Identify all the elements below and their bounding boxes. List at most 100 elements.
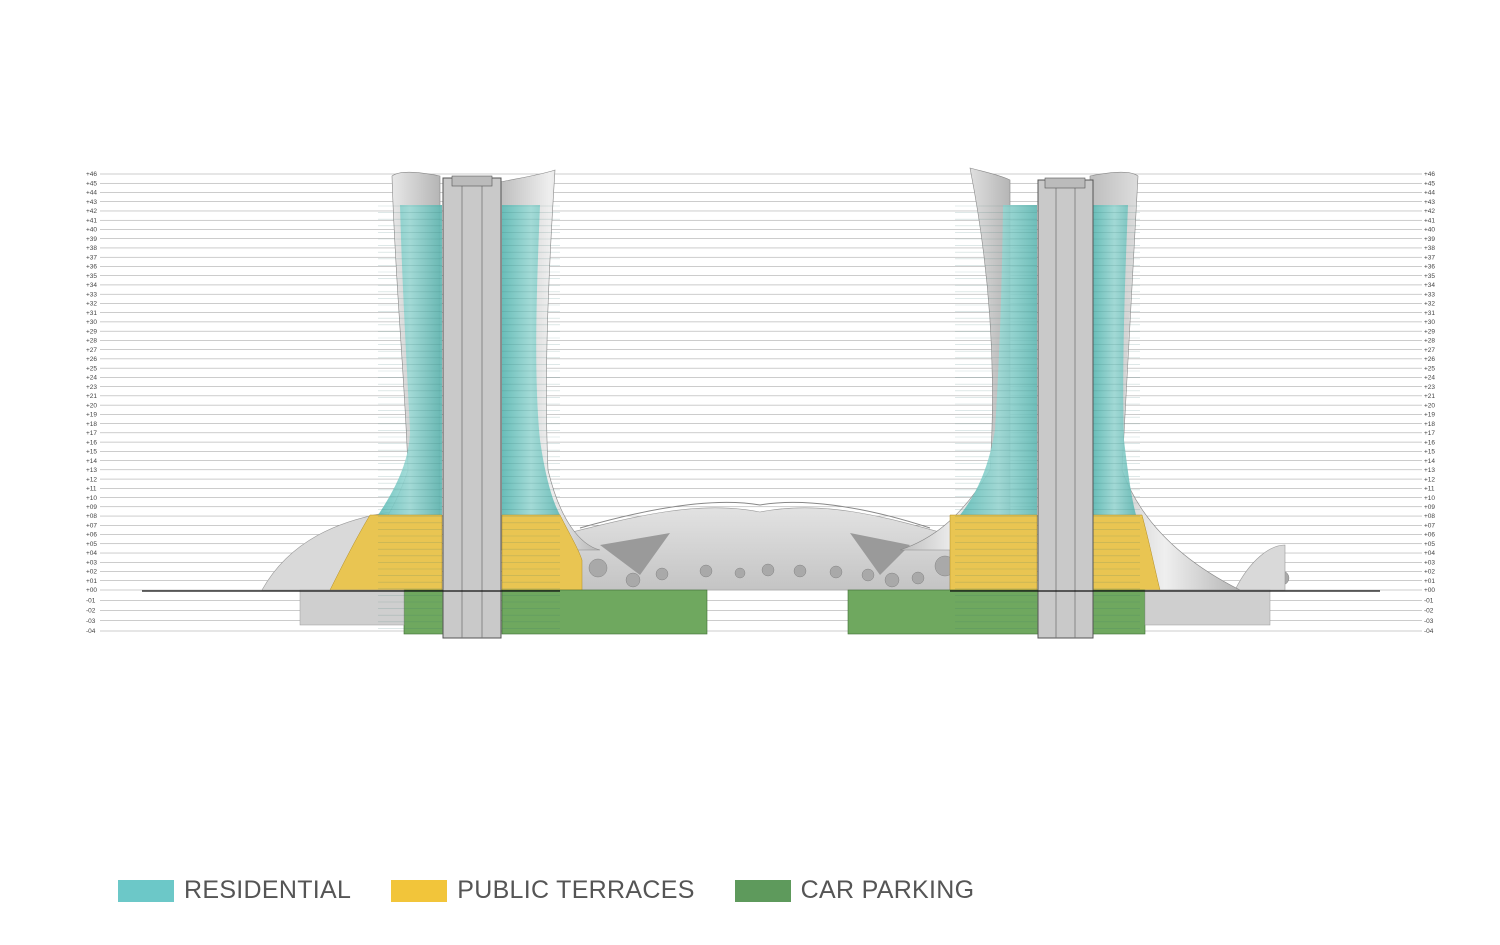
left-tower — [261, 169, 708, 639]
level-label-right: -01 — [1424, 597, 1434, 604]
level-label-left: +36 — [86, 264, 97, 271]
level-label-right: +12 — [1424, 476, 1435, 483]
level-label-right: +27 — [1424, 347, 1435, 354]
level-label-left: +19 — [86, 412, 97, 419]
level-label-right: +05 — [1424, 541, 1435, 548]
level-label-right: +23 — [1424, 384, 1435, 391]
level-label-right: +46 — [1424, 171, 1435, 178]
level-label-right: +31 — [1424, 310, 1435, 317]
legend-item-public-terraces: PUBLIC TERRACES — [391, 876, 694, 905]
level-label-right: -03 — [1424, 618, 1434, 625]
level-label-right: +26 — [1424, 356, 1435, 363]
level-label-left: +23 — [86, 384, 97, 391]
level-label-left: -01 — [86, 597, 96, 604]
level-label-right: +20 — [1424, 402, 1435, 409]
level-label-left: +15 — [86, 449, 97, 456]
floor-slab-striping — [378, 205, 1140, 629]
level-label-left: +12 — [86, 476, 97, 483]
level-label-right: +19 — [1424, 412, 1435, 419]
level-label-right: +38 — [1424, 245, 1435, 252]
level-label-right: +25 — [1424, 365, 1435, 372]
level-label-left: +26 — [86, 356, 97, 363]
level-label-right: +03 — [1424, 559, 1435, 566]
level-label-right: +36 — [1424, 264, 1435, 271]
level-label-left: +09 — [86, 504, 97, 511]
level-label-right: +42 — [1424, 208, 1435, 215]
level-label-left: +05 — [86, 541, 97, 548]
level-label-left: +30 — [86, 319, 97, 326]
legend-swatch-car-parking — [734, 879, 791, 902]
level-label-right: +37 — [1424, 254, 1435, 261]
level-label-right: +24 — [1424, 375, 1435, 382]
level-label-right: +41 — [1424, 217, 1435, 224]
level-label-left: -02 — [86, 608, 96, 615]
level-label-left: +03 — [86, 559, 97, 566]
level-label-right: +16 — [1424, 439, 1435, 446]
level-label-left: +02 — [86, 569, 97, 576]
level-label-left: +35 — [86, 273, 97, 280]
level-label-left: -03 — [86, 618, 96, 625]
level-label-left: +11 — [86, 486, 97, 493]
level-label-left: +39 — [86, 236, 97, 243]
level-label-right: +35 — [1424, 273, 1435, 280]
level-label-left: +08 — [86, 513, 97, 520]
level-label-right: +10 — [1424, 495, 1435, 502]
legend-label-public-terraces: PUBLIC TERRACES — [457, 876, 695, 904]
level-label-right: +04 — [1424, 550, 1435, 557]
legend-swatch-public-terraces — [391, 879, 448, 902]
level-label-left: +40 — [86, 227, 97, 234]
level-label-right: +13 — [1424, 467, 1435, 474]
level-label-right: +44 — [1424, 190, 1435, 197]
level-label-right: +15 — [1424, 449, 1435, 456]
level-label-left: +27 — [86, 347, 97, 354]
level-label-left: +00 — [86, 587, 97, 594]
level-label-right: +29 — [1424, 328, 1435, 335]
level-gridlines: +46+46+45+45+44+44+43+43+42+42+41+41+40+… — [86, 171, 1435, 635]
level-label-left: +46 — [86, 171, 97, 178]
level-label-left: +04 — [86, 550, 97, 557]
level-label-right: +07 — [1424, 522, 1435, 529]
level-label-left: +13 — [86, 467, 97, 474]
level-label-left: +34 — [86, 282, 97, 289]
level-label-right: +01 — [1424, 578, 1435, 585]
level-label-right: +32 — [1424, 301, 1435, 308]
central-plaza — [284, 501, 1290, 591]
level-label-right: +02 — [1424, 569, 1435, 576]
level-label-left: +41 — [86, 217, 97, 224]
level-label-left: +10 — [86, 495, 97, 502]
level-label-left: -04 — [86, 628, 96, 635]
level-label-left: +06 — [86, 532, 97, 539]
level-label-left: +01 — [86, 578, 97, 585]
legend-label-car-parking: CAR PARKING — [800, 876, 975, 904]
level-label-left: +21 — [86, 393, 97, 400]
level-label-right: +21 — [1424, 393, 1435, 400]
level-label-left: +24 — [86, 375, 97, 382]
level-label-left: +29 — [86, 328, 97, 335]
level-label-right: +14 — [1424, 458, 1435, 465]
legend-label-residential: RESIDENTIAL — [184, 876, 352, 904]
level-label-right: +00 — [1424, 587, 1435, 594]
legend: RESIDENTIAL PUBLIC TERRACES CAR PARKING — [118, 876, 1014, 905]
level-label-right: +45 — [1424, 180, 1435, 187]
level-label-right: +28 — [1424, 338, 1435, 345]
level-label-right: +06 — [1424, 532, 1435, 539]
level-label-left: +42 — [86, 208, 97, 215]
level-label-right: +33 — [1424, 291, 1435, 298]
level-label-right: +09 — [1424, 504, 1435, 511]
level-label-left: +16 — [86, 439, 97, 446]
level-label-left: +17 — [86, 430, 97, 437]
level-label-right: +43 — [1424, 199, 1435, 206]
level-label-left: +45 — [86, 180, 97, 187]
level-label-right: +34 — [1424, 282, 1435, 289]
level-label-right: -02 — [1424, 608, 1434, 615]
level-label-left: +32 — [86, 301, 97, 308]
level-label-left: +25 — [86, 365, 97, 372]
level-label-left: +07 — [86, 522, 97, 529]
level-label-right: +39 — [1424, 236, 1435, 243]
level-label-left: +43 — [86, 199, 97, 206]
level-label-right: +30 — [1424, 319, 1435, 326]
level-label-left: +18 — [86, 421, 97, 428]
level-label-right: +40 — [1424, 227, 1435, 234]
level-label-right: +11 — [1424, 486, 1435, 493]
